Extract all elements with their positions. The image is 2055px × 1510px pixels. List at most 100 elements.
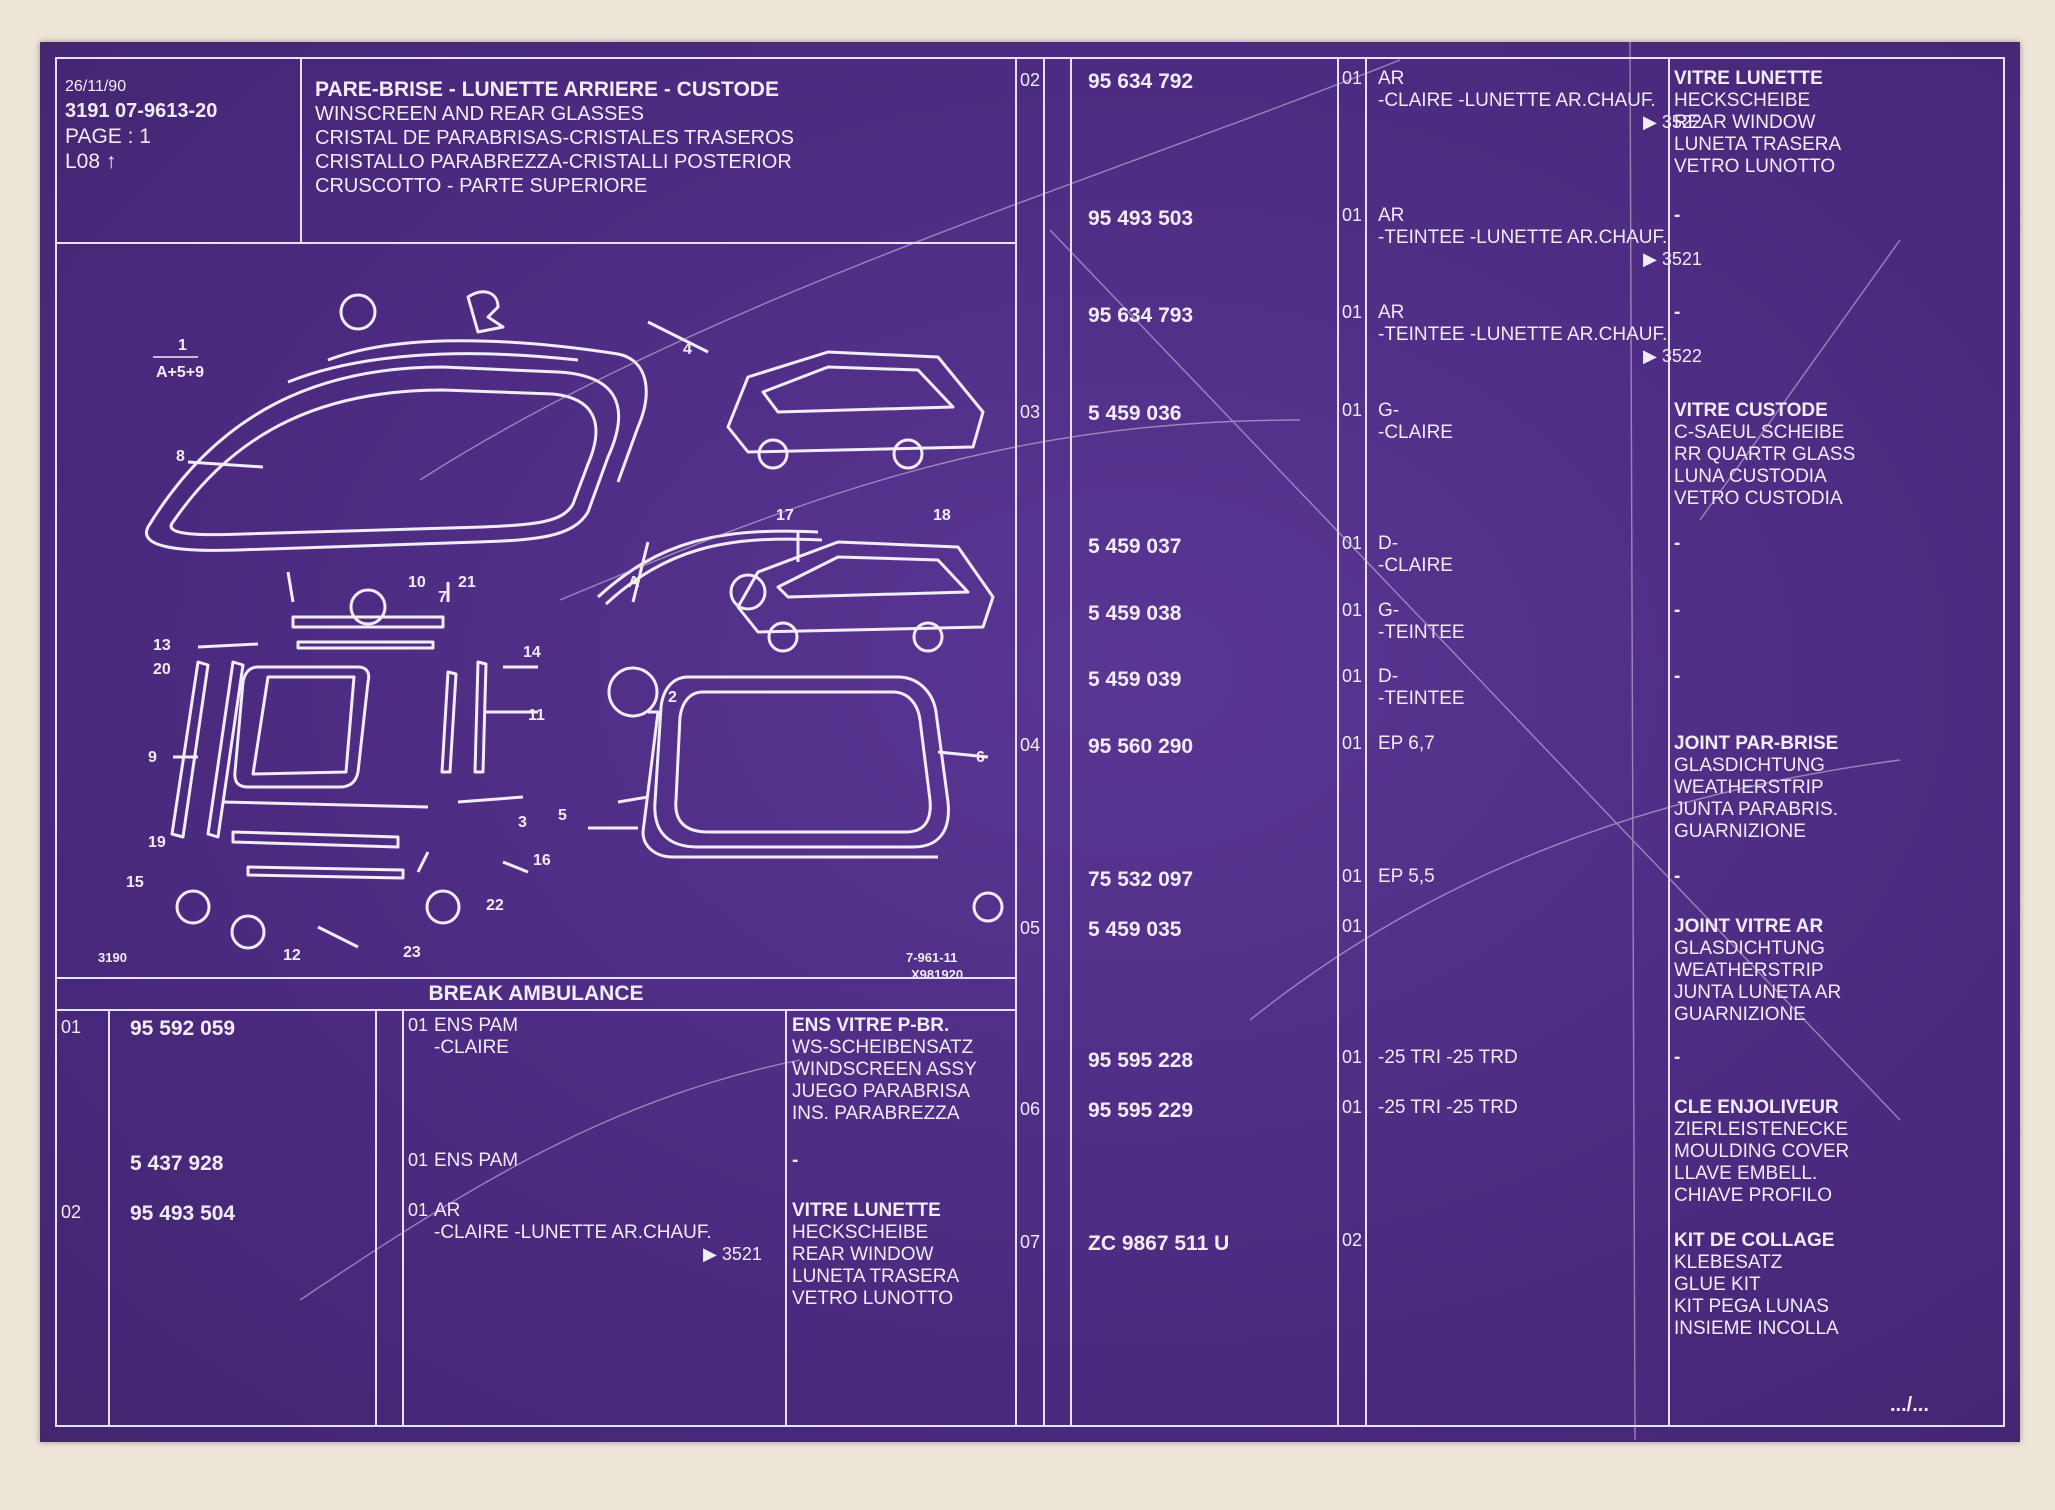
cross-reference: ▶ 3522 <box>1643 112 1702 133</box>
variant-text-line: -25 TRI -25 TRD <box>1378 1047 1518 1068</box>
quantity: 01 <box>1342 533 1363 553</box>
description-line: JOINT PAR-BRISE <box>1674 733 1839 754</box>
header-code: 3191 07-9613-20 <box>65 100 218 122</box>
variant-text-line: -CLAIRE -LUNETTE AR.CHAUF. <box>1378 90 1656 111</box>
part-number: 95 592 059 <box>130 1017 236 1040</box>
description-line: INS. PARABREZZA <box>792 1103 960 1124</box>
callout: 11 <box>528 707 545 724</box>
variant-text-line: -25 TRI -25 TRD <box>1378 1097 1518 1118</box>
description-line: REAR WINDOW <box>792 1244 934 1265</box>
description: - <box>1674 302 1680 324</box>
variant-text: AR-CLAIRE -LUNETTE AR.CHAUF. <box>434 1200 712 1244</box>
left-col-line <box>785 1009 787 1427</box>
description-line: - <box>1674 600 1681 621</box>
header-divider <box>300 57 302 244</box>
part-number: 5 459 035 <box>1088 918 1182 941</box>
description-line: KIT DE COLLAGE <box>1674 1230 1835 1251</box>
description-line: LUNETA TRASERA <box>792 1266 960 1287</box>
drawing-bottom-line <box>55 977 1017 979</box>
variant-text-line: EP 5,5 <box>1378 866 1435 887</box>
part-number: 95 634 792 <box>1088 70 1194 93</box>
variant-text: EP 5,5 <box>1378 866 1435 888</box>
description-line: HECKSCHEIBE <box>1674 90 1811 111</box>
variant-text-line: -CLAIRE <box>434 1037 509 1058</box>
quantity: 01 <box>1342 866 1363 886</box>
section-title-line <box>55 1009 1017 1011</box>
description: - <box>1674 1047 1680 1069</box>
microfiche-sheet: 26/11/90 3191 07-9613-20 PAGE : 1 L08 ↑ … <box>40 42 2020 1442</box>
quantity: 01 <box>408 1200 429 1220</box>
description-line: CHIAVE PROFILO <box>1674 1185 1833 1206</box>
description: - <box>1674 205 1680 227</box>
description-line: C-SAEUL SCHEIBE <box>1674 422 1845 443</box>
page-title: PARE-BRISE - LUNETTE ARRIERE - CUSTODE <box>315 78 779 101</box>
part-number: 5 459 038 <box>1088 602 1182 625</box>
play-arrow-icon: ▶ <box>1643 112 1662 132</box>
part-number: 5 459 036 <box>1088 402 1182 425</box>
part-number: 5 459 039 <box>1088 668 1182 691</box>
quantity: 01 <box>1342 1047 1363 1067</box>
left-col-line <box>402 1009 404 1427</box>
variant-text-line: G- <box>1378 600 1400 621</box>
variant-text-line: -TEINTEE <box>1378 622 1465 643</box>
item-number: 04 <box>1020 735 1041 755</box>
callout: 13 <box>153 637 171 654</box>
item-number: 01 <box>61 1017 82 1037</box>
header-page: PAGE : 1 <box>65 125 151 148</box>
quantity: 01 <box>1342 400 1363 420</box>
description-line: - <box>1674 666 1681 687</box>
description-line: WEATHERSTRIP <box>1674 777 1824 798</box>
callout: 17 <box>776 507 794 524</box>
description-line: JOINT VITRE AR <box>1674 916 1824 937</box>
description-line: GUARNIZIONE <box>1674 821 1806 842</box>
description-line: VITRE CUSTODE <box>1674 400 1828 421</box>
item-number: 02 <box>61 1202 82 1222</box>
fraction-bottom: A+5+9 <box>156 364 204 381</box>
quantity: 01 <box>1342 205 1363 225</box>
description-line: KLEBESATZ <box>1674 1252 1783 1273</box>
variant-text-line: ENS PAM <box>434 1015 519 1036</box>
variant-text-line: -CLAIRE <box>1378 555 1453 576</box>
variant-text: -25 TRI -25 TRD <box>1378 1047 1518 1069</box>
callout: 21 <box>458 574 476 591</box>
header-date: 26/11/90 <box>65 78 127 95</box>
variant-text: -25 TRI -25 TRD <box>1378 1097 1518 1119</box>
item-number: 07 <box>1020 1232 1041 1252</box>
variant-text-line: -CLAIRE <box>1378 422 1453 443</box>
variant-text: D--CLAIRE <box>1378 533 1453 577</box>
callout: 18 <box>933 507 951 524</box>
description-line: VETRO CUSTODIA <box>1674 488 1843 509</box>
description-line: LLAVE EMBELL. <box>1674 1163 1818 1184</box>
callout: 3 <box>518 814 527 831</box>
description-line: CLE ENJOLIVEUR <box>1674 1097 1839 1118</box>
variant-text: ENS PAM-CLAIRE <box>434 1015 518 1059</box>
table-frame <box>55 57 2005 1427</box>
variant-text-line: AR <box>1378 302 1405 323</box>
variant-text-line: -TEINTEE -LUNETTE AR.CHAUF. <box>1378 227 1668 248</box>
part-number: 95 560 290 <box>1088 735 1194 758</box>
description-line: GLASDICHTUNG <box>1674 938 1825 959</box>
reference-number: 3521 <box>721 1244 762 1264</box>
reference-number: 3522 <box>1661 346 1702 366</box>
description-line: WS-SCHEIBENSATZ <box>792 1037 974 1058</box>
header-subtitle: WINSCREEN AND REAR GLASSES <box>315 103 644 125</box>
variant-text: G--CLAIRE <box>1378 400 1453 444</box>
header-ref: L08 ↑ <box>65 150 116 174</box>
part-number: 95 595 229 <box>1088 1099 1194 1122</box>
quantity: 01 <box>408 1150 429 1170</box>
header-subtitle: CRISTAL DE PARABRISAS-CRISTALES TRASEROS <box>315 127 795 149</box>
description-line: - <box>1674 1047 1681 1068</box>
callout: 12 <box>283 947 301 964</box>
arrow-up-icon: ↑ <box>105 150 117 173</box>
callout: 6 <box>976 749 985 766</box>
quantity: 01 <box>1342 733 1363 753</box>
description-line: ZIERLEISTENECKE <box>1674 1119 1849 1140</box>
variant-text-line: G- <box>1378 400 1400 421</box>
variant-text-line: -TEINTEE <box>1378 688 1465 709</box>
left-col-line <box>375 1009 377 1427</box>
quantity: 01 <box>1342 302 1363 322</box>
